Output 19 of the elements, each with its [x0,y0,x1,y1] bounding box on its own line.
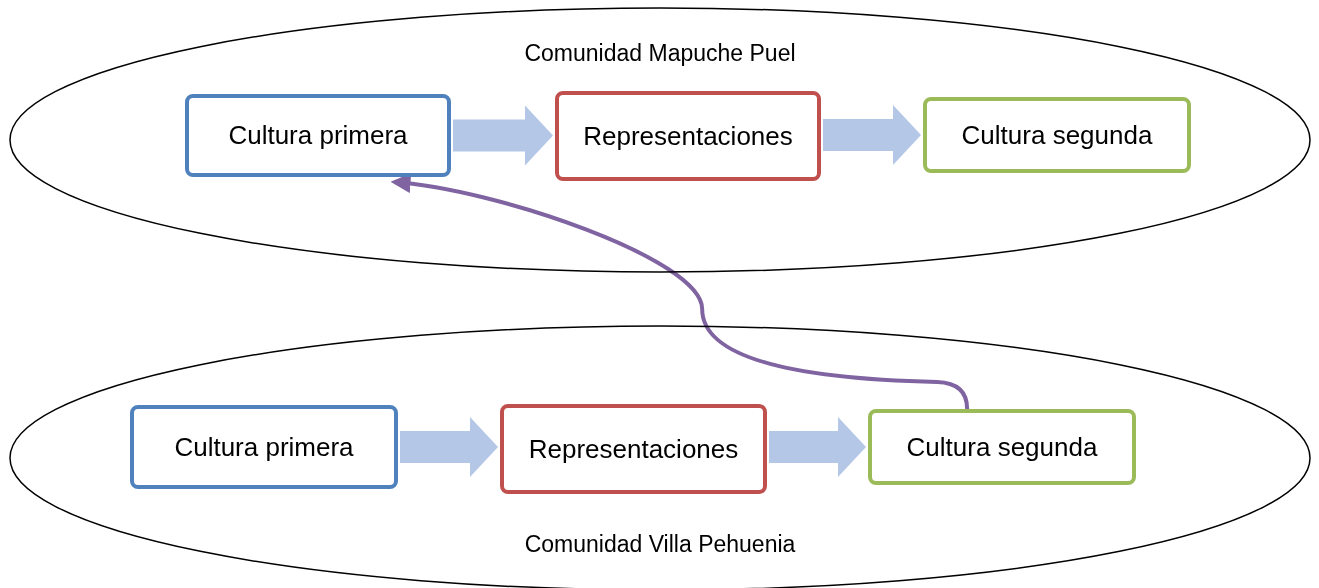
concept-box [130,405,398,489]
box-label: Representaciones [583,120,793,152]
block-arrow [769,417,866,477]
concept-box [185,94,451,177]
concept-box [500,404,767,494]
box-label: Cultura segunda [906,431,1098,463]
box-label: Cultura segunda [961,119,1153,151]
community-title: Comunidad Villa Pehuenia [523,531,797,558]
box-label: Cultura primera [228,120,408,151]
box-label: Cultura primera [174,431,354,463]
concept-box [923,97,1191,173]
block-arrow [453,105,553,166]
concept-box [868,409,1136,485]
block-arrow [400,417,498,477]
box-label: Representaciones [528,433,739,465]
block-arrow [823,105,921,165]
community-title: Comunidad Mapuche Puel [523,40,797,67]
community-ellipse [10,8,1310,272]
concept-box [555,91,821,181]
